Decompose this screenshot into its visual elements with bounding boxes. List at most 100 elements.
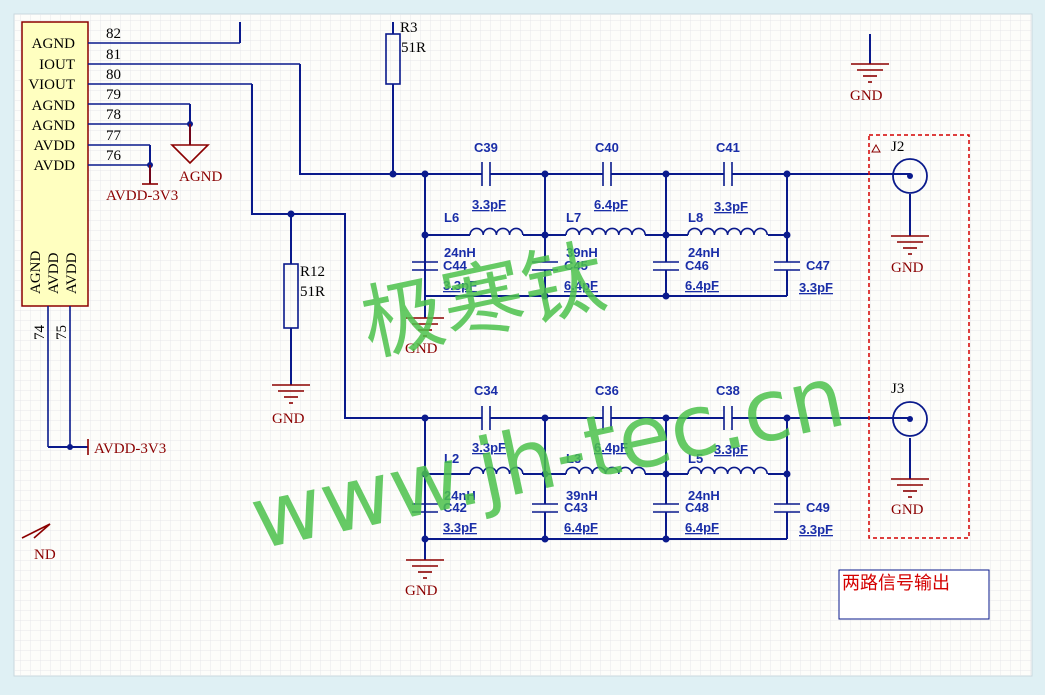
cap-value: 3.3pF bbox=[443, 520, 477, 535]
avdd-symbol: AVDD-3V3 bbox=[106, 165, 178, 204]
avdd-label: AVDD-3V3 bbox=[106, 188, 178, 204]
connector-j2: J2 bbox=[871, 139, 928, 194]
gnd-label: GND bbox=[405, 341, 438, 357]
gnd-symbols bbox=[21, 63, 929, 579]
cap-ref: C49 bbox=[806, 500, 830, 515]
ic-bottom-label: AVDD bbox=[64, 252, 80, 294]
inductor-ref: L2 bbox=[444, 451, 459, 466]
cap-value: 3.3pF bbox=[443, 278, 477, 293]
ic-pin-name: AGND bbox=[32, 98, 75, 114]
ic-pin-name: AVDD bbox=[34, 138, 76, 154]
ic-pin-number: 74 bbox=[32, 325, 48, 341]
ic-pin-number: 77 bbox=[106, 128, 122, 144]
connector-j3: J3 bbox=[891, 381, 928, 437]
inductor-value: 39nH bbox=[566, 488, 598, 503]
ic-bottom-label: AGND bbox=[28, 251, 44, 294]
cap-ref: C45 bbox=[564, 258, 588, 273]
bottom-filter-labels: C34 3.3pF C36 6.4pF C38 3.3pF L2 24nH L3… bbox=[443, 383, 833, 537]
ic-pin-name: AGND bbox=[32, 118, 75, 134]
gnd-label: GND bbox=[891, 502, 924, 518]
cap-ref: C43 bbox=[564, 500, 588, 515]
connector-ref: J2 bbox=[891, 139, 904, 155]
gnd-label: GND bbox=[850, 88, 883, 104]
cap-value: 3.3pF bbox=[799, 522, 833, 537]
resistor-ref: R3 bbox=[400, 20, 418, 36]
inductor-ref: L3 bbox=[566, 451, 581, 466]
cap-ref: C42 bbox=[443, 500, 467, 515]
inductor-value: 39nH bbox=[566, 245, 598, 260]
ic-bottom-labels: AGND AVDD AVDD bbox=[28, 251, 80, 294]
cap-value: 6.4pF bbox=[594, 197, 628, 212]
inductor-value: 24nH bbox=[444, 245, 476, 260]
ic-pin-numbers: 82 81 80 79 78 77 76 bbox=[106, 26, 122, 164]
cap-ref: C48 bbox=[685, 500, 709, 515]
cap-value: 3.3pF bbox=[472, 440, 506, 455]
cap-value: 3.3pF bbox=[472, 197, 506, 212]
gnd-label-partial: ND bbox=[34, 547, 56, 563]
cap-ref: C46 bbox=[685, 258, 709, 273]
inductor-ref: L6 bbox=[444, 210, 459, 225]
cap-ref: C47 bbox=[806, 258, 830, 273]
cap-ref: C44 bbox=[443, 258, 468, 273]
inductor-coils bbox=[469, 227, 768, 475]
resistor-value: 51R bbox=[300, 284, 325, 300]
cap-ref: C34 bbox=[474, 383, 499, 398]
cap-ref: C36 bbox=[595, 383, 619, 398]
cap-value: 6.4pF bbox=[564, 278, 598, 293]
series-cap-plates bbox=[481, 162, 733, 430]
ic-pin-number: 80 bbox=[106, 67, 121, 83]
shunt-cap-plates bbox=[412, 261, 800, 513]
gnd-label: GND bbox=[272, 411, 305, 427]
cap-value: 6.4pF bbox=[685, 278, 719, 293]
cap-value: 3.3pF bbox=[714, 442, 748, 457]
cap-value: 3.3pF bbox=[799, 280, 833, 295]
cap-ref: C38 bbox=[716, 383, 740, 398]
note-text: 两路信号输出 bbox=[842, 573, 950, 594]
ic-body bbox=[21, 21, 89, 307]
agnd-label: AGND bbox=[179, 169, 222, 185]
ic-pin-name: VIOUT bbox=[28, 77, 75, 93]
cap-value: 6.4pF bbox=[564, 520, 598, 535]
resistor-r3 bbox=[385, 33, 401, 85]
connector-highlight-box bbox=[868, 134, 970, 539]
junctions bbox=[67, 121, 791, 543]
cap-value: 6.4pF bbox=[685, 520, 719, 535]
cap-value: 6.4pF bbox=[594, 440, 628, 455]
ic-pin-number: 75 bbox=[54, 325, 70, 340]
ic-pin-name: AVDD bbox=[34, 158, 76, 174]
ic-pin-number: 81 bbox=[106, 47, 121, 63]
inductor-value: 24nH bbox=[688, 245, 720, 260]
ic-pin-number: 78 bbox=[106, 107, 121, 123]
ic-pin-number: 79 bbox=[106, 87, 121, 103]
ic-pin-number: 76 bbox=[106, 148, 122, 164]
gnd-label: GND bbox=[891, 260, 924, 276]
cap-ref: C40 bbox=[595, 140, 619, 155]
avdd-symbol-bottom: AVDD-3V3 bbox=[87, 439, 166, 457]
ic-pin-lines bbox=[88, 42, 300, 166]
note-box bbox=[838, 569, 990, 620]
ic-pin-name: AGND bbox=[32, 36, 75, 52]
inductor-value: 24nH bbox=[688, 488, 720, 503]
top-filter-labels: C39 3.3pF C40 6.4pF C41 3.3pF L6 24nH L7… bbox=[443, 140, 833, 295]
inductor-ref: L8 bbox=[688, 210, 703, 225]
inductor-ref: L5 bbox=[688, 451, 703, 466]
resistor-r12 bbox=[283, 263, 299, 329]
ic-pin-number: 82 bbox=[106, 26, 121, 42]
gnd-label: GND bbox=[405, 583, 438, 599]
ic-bottom-label: AVDD bbox=[46, 252, 62, 294]
cap-ref: C39 bbox=[474, 140, 498, 155]
avdd-label: AVDD-3V3 bbox=[94, 441, 166, 457]
inductor-value: 24nH bbox=[444, 488, 476, 503]
ic-pin-name: IOUT bbox=[39, 57, 75, 73]
cap-value: 3.3pF bbox=[714, 199, 748, 214]
connector-ref: J3 bbox=[891, 381, 904, 397]
ic-pin-labels: AGND IOUT VIOUT AGND AGND AVDD AVDD bbox=[28, 36, 75, 174]
resistor-value: 51R bbox=[401, 40, 426, 56]
gnd-labels: GND GND GND GND GND GND ND bbox=[34, 88, 924, 599]
agnd-symbol: AGND bbox=[170, 124, 222, 185]
resistor-ref: R12 bbox=[300, 264, 325, 280]
cap-ref: C41 bbox=[716, 140, 740, 155]
inductor-ref: L7 bbox=[566, 210, 581, 225]
